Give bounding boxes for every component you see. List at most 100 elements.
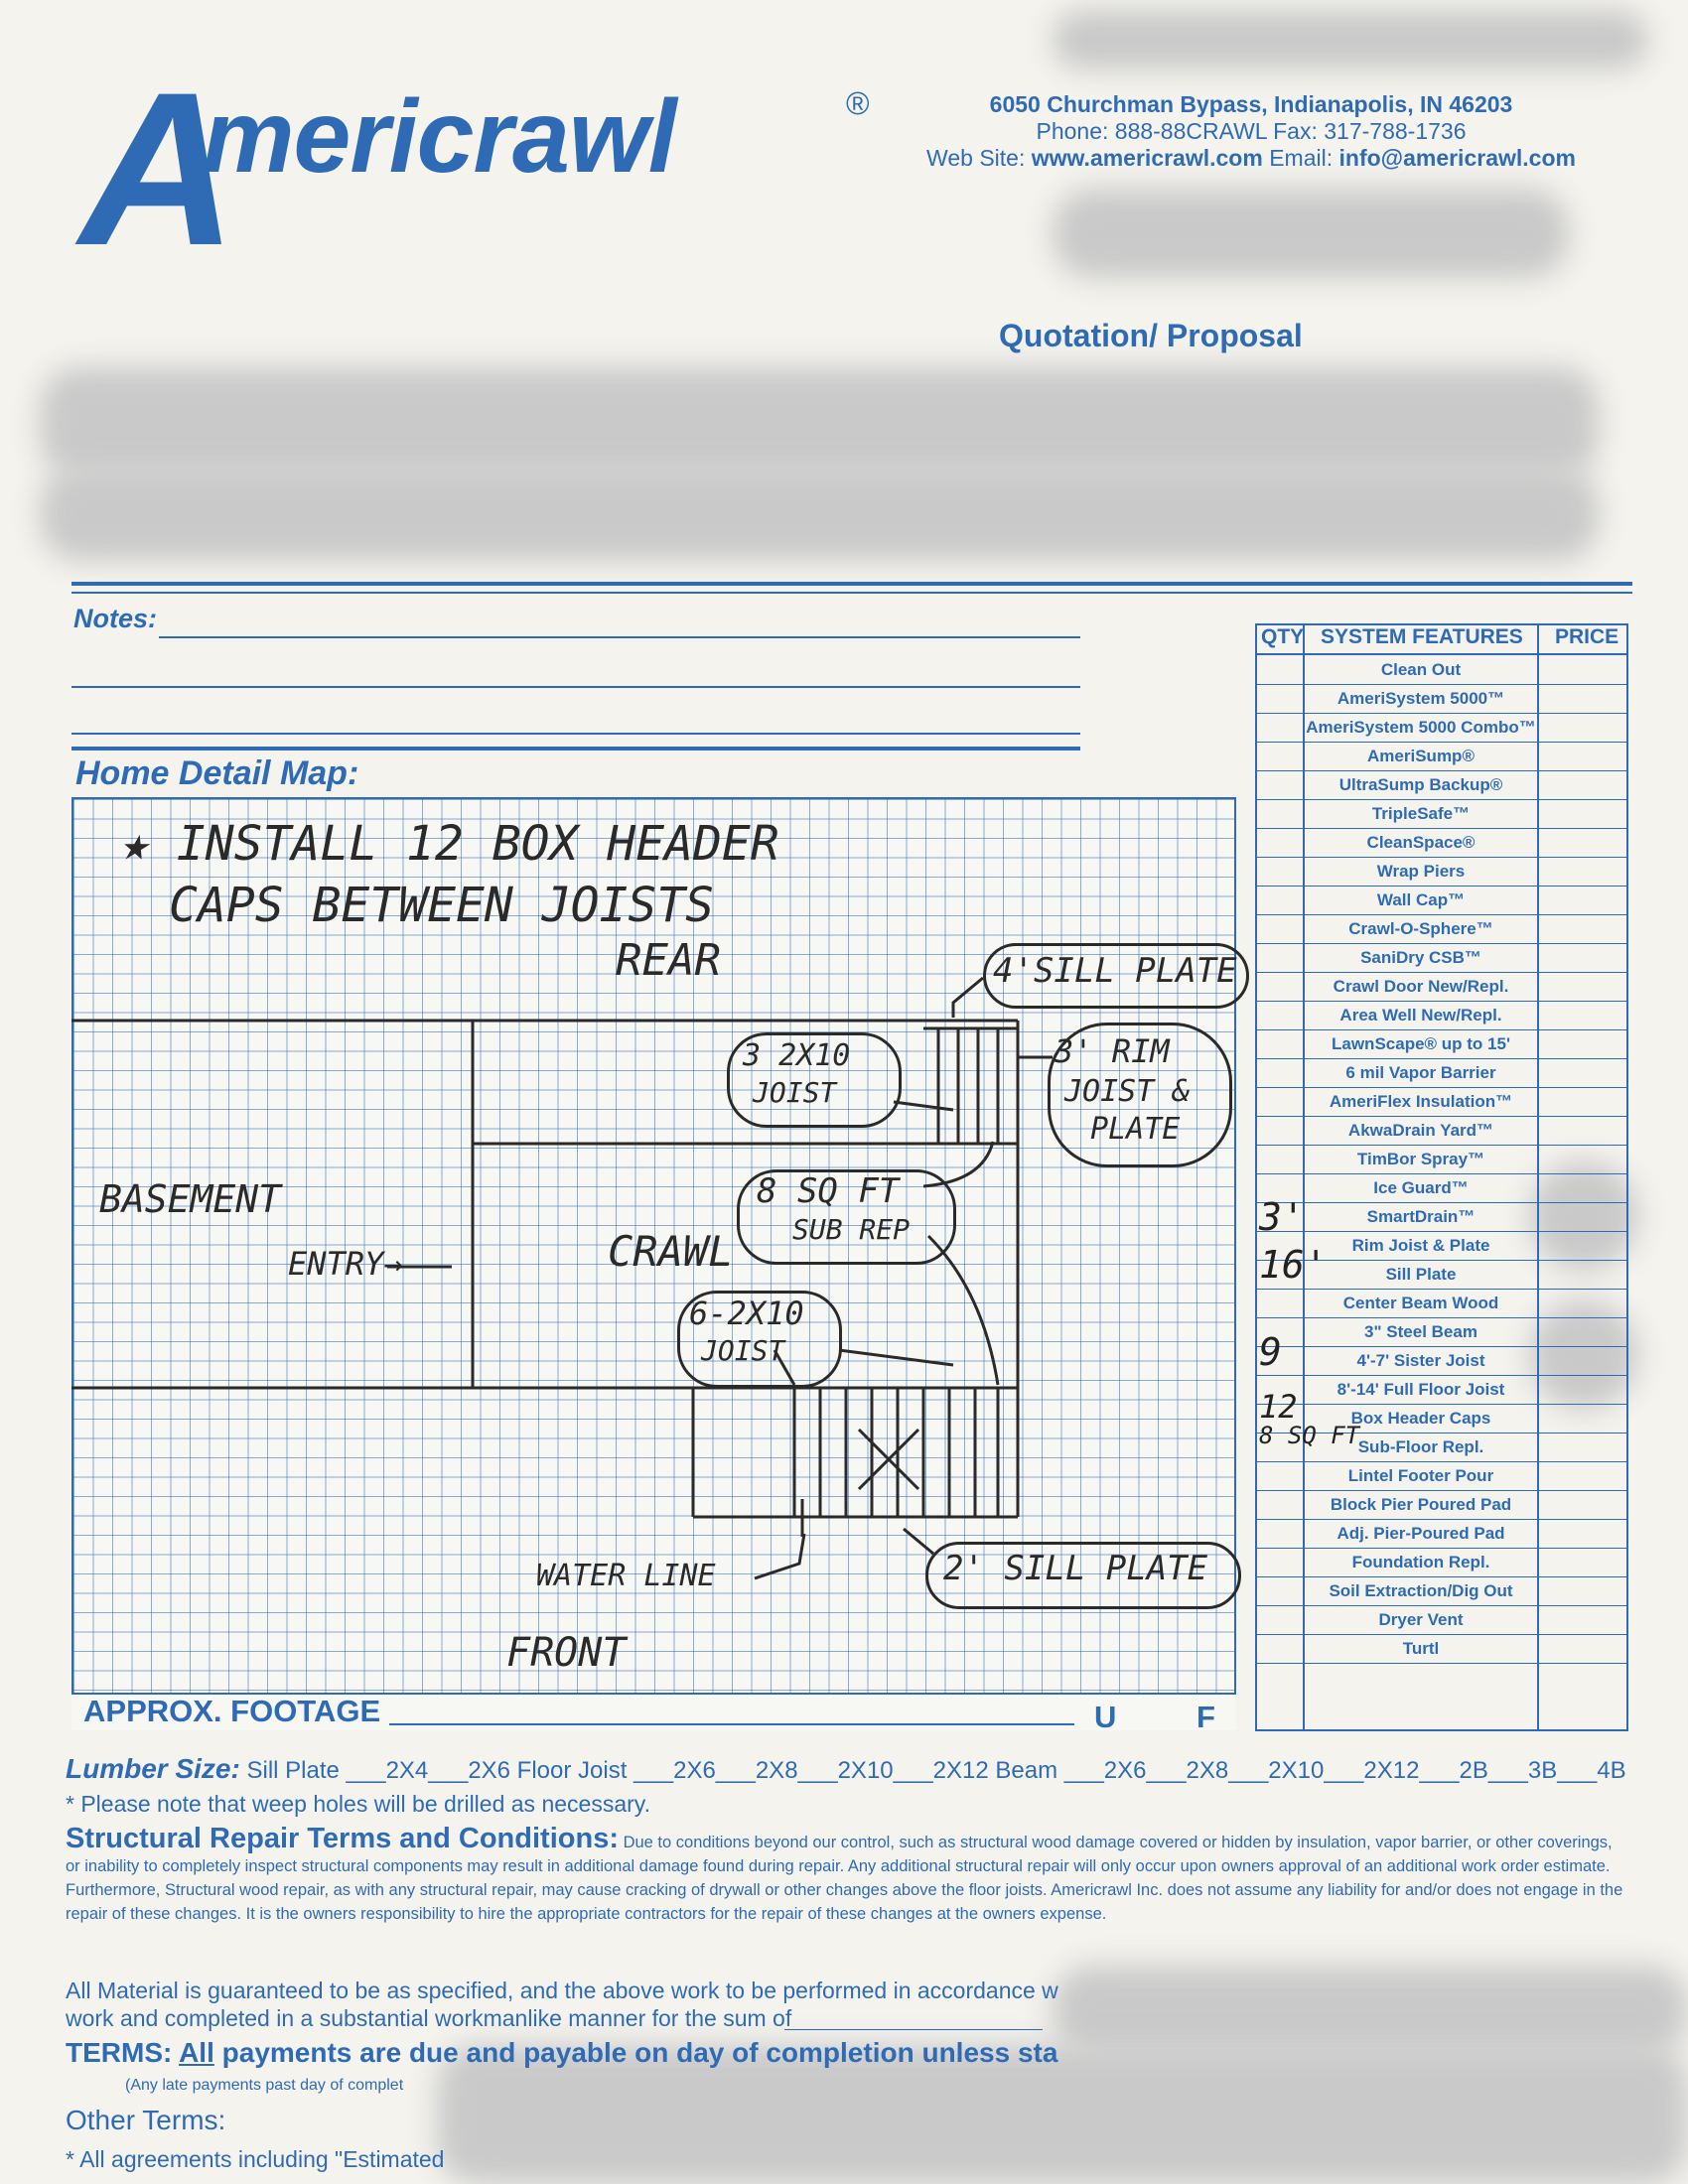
company-web-email: Web Site: www.americrawl.com Email: info… <box>926 145 1576 171</box>
callout-3-rim-a: 3' RIM <box>1055 1032 1170 1070</box>
feature-row-divider <box>1255 1145 1628 1146</box>
sum-line <box>784 2029 1043 2030</box>
callout-cloud <box>727 1032 902 1128</box>
terms-line: TERMS: All payments are due and payable … <box>66 2037 1058 2068</box>
feature-item: Wall Cap™ <box>1376 890 1466 909</box>
callout-cloud <box>1048 1023 1232 1167</box>
company-address: 6050 Churchman Bypass, Indianapolis, IN … <box>989 91 1513 117</box>
late-payment-note: (Any late payments past day of complet <box>125 2077 404 2094</box>
sketch-front-label: FRONT <box>506 1630 627 1676</box>
feature-row-divider <box>1255 1029 1628 1030</box>
sketch-note-line1: ★ INSTALL 12 BOX HEADER <box>119 816 779 872</box>
feature-item: AmeriFlex Insulation™ <box>1329 1092 1513 1111</box>
feature-item: Crawl Door New/Repl. <box>1333 977 1509 996</box>
callout-2-sill-plate: 2' SILL PLATE <box>943 1549 1208 1588</box>
feature-row-divider <box>1255 1317 1628 1318</box>
structural-terms-title: Structural Repair Terms and Conditions: <box>66 1823 619 1854</box>
feature-row-divider <box>1255 828 1628 829</box>
feature-row-divider <box>1255 1202 1628 1203</box>
company-website[interactable]: www.americrawl.com <box>1031 145 1263 171</box>
feature-item: Foundation Repl. <box>1351 1553 1490 1571</box>
feature-item: UltraSump Backup® <box>1338 775 1503 794</box>
sketch-waterline-label: WATER LINE <box>536 1559 716 1593</box>
callout-3-rim-c: PLATE <box>1090 1112 1181 1147</box>
company-email[interactable]: info@americrawl.com <box>1338 145 1576 171</box>
feature-row-divider <box>1255 770 1628 771</box>
qty-sub-floor: 8 SQ FT <box>1259 1422 1360 1449</box>
sketch-crawl-label: CRAWL <box>608 1227 734 1276</box>
approx-footage-line <box>389 1723 1074 1725</box>
sketch-note-line2: CAPS BETWEEN JOISTS <box>169 878 715 933</box>
feature-row-divider <box>1255 1548 1628 1549</box>
feature-item: Area Well New/Repl. <box>1339 1006 1502 1024</box>
feature-item: TimBor Spray™ <box>1356 1150 1485 1168</box>
table-header-price: PRICE <box>1555 625 1619 648</box>
feature-item: LawnScape® up to 15' <box>1332 1034 1510 1053</box>
callout-cloud <box>677 1291 842 1388</box>
feature-item: Adj. Pier-Poured Pad <box>1336 1524 1505 1543</box>
feature-item: Wrap Piers <box>1376 862 1466 881</box>
document-title: Quotation/ Proposal <box>999 318 1303 353</box>
feature-item: AmeriSystem 5000™ <box>1336 689 1505 708</box>
callout-6-joist-b: JOIST <box>701 1334 785 1367</box>
feature-row-divider <box>1255 1231 1628 1232</box>
feature-row-divider <box>1255 1058 1628 1059</box>
feature-item: AmeriSystem 5000 Combo™ <box>1306 718 1536 737</box>
material-guarantee-line2: work and completed in a substantial work… <box>66 2005 792 2031</box>
company-contact: 6050 Churchman Bypass, Indianapolis, IN … <box>894 91 1609 172</box>
feature-row-divider <box>1255 1605 1628 1606</box>
logo-wordmark: mericrawl <box>203 79 677 195</box>
qty-sill-plate: 16' <box>1259 1243 1328 1287</box>
sketch-rear-label: REAR <box>616 935 721 986</box>
redaction-blur <box>1529 1300 1638 1410</box>
notes-line <box>71 733 1080 735</box>
feature-row-divider <box>1255 1375 1628 1376</box>
callout-4-sill-plate: 4'SILL PLATE <box>993 951 1237 991</box>
callout-cloud <box>925 1542 1241 1609</box>
lumber-size-title: Lumber Size: <box>66 1753 240 1784</box>
redaction-blur <box>1053 1966 1688 2055</box>
material-guarantee-line1: All Material is guaranteed to be as spec… <box>66 1978 1058 2003</box>
feature-item: Ice Guard™ <box>1373 1178 1469 1197</box>
table-header-divider <box>1255 653 1628 655</box>
callout-cloud <box>983 943 1249 1009</box>
feature-item: Dryer Vent <box>1378 1610 1464 1629</box>
redaction-blur <box>437 2045 1688 2184</box>
feature-item: 8'-14' Full Floor Joist <box>1336 1380 1505 1399</box>
feature-item: 6 mil Vapor Barrier <box>1345 1063 1496 1082</box>
feature-item: Soil Extraction/Dig Out <box>1329 1581 1513 1600</box>
home-detail-map-grid <box>71 797 1236 1730</box>
feature-row-divider <box>1255 1173 1628 1174</box>
feature-row-divider <box>1255 1346 1628 1347</box>
feature-row-divider <box>1255 1116 1628 1117</box>
lumber-size-row: Lumber Size: Sill Plate ___2X4___2X6 Flo… <box>66 1753 1626 1785</box>
notes-line <box>71 686 1080 688</box>
feature-item: Rim Joist & Plate <box>1351 1236 1490 1255</box>
top-divider <box>71 592 1632 594</box>
feature-row-divider <box>1255 1461 1628 1462</box>
notes-line <box>159 636 1080 638</box>
sketch-basement-label: BASEMENT <box>99 1177 282 1221</box>
feature-item: SmartDrain™ <box>1366 1207 1476 1226</box>
redaction-blur <box>1053 189 1569 278</box>
notes-divider <box>71 747 1080 751</box>
callout-3-joist-b: JOIST <box>753 1076 837 1109</box>
logo-letter: A <box>79 47 237 291</box>
approx-footage-label: APPROX. FOOTAGE <box>83 1694 381 1728</box>
feature-item: 4'-7' Sister Joist <box>1356 1351 1485 1370</box>
structural-terms: Structural Repair Terms and Conditions: … <box>66 1825 1628 1926</box>
unit-f-label: F <box>1196 1700 1215 1734</box>
feature-row-divider <box>1255 1490 1628 1491</box>
table-header-qty: QTY <box>1261 625 1305 648</box>
callout-8-sqft-b: SUB REP <box>792 1213 911 1246</box>
lumber-size-options: Sill Plate ___2X4___2X6 Floor Joist ___2… <box>239 1757 1626 1784</box>
feature-item: Clean Out <box>1380 660 1462 679</box>
feature-item: Sill Plate <box>1385 1265 1457 1284</box>
feature-item: Center Beam Wood <box>1342 1294 1499 1312</box>
feature-item: AmeriSump® <box>1367 747 1475 765</box>
table-header-features: SYSTEM FEATURES <box>1321 625 1523 648</box>
notes-label: Notes: <box>73 604 158 633</box>
top-divider <box>71 582 1632 586</box>
feature-item: Crawl-O-Sphere™ <box>1348 919 1493 938</box>
